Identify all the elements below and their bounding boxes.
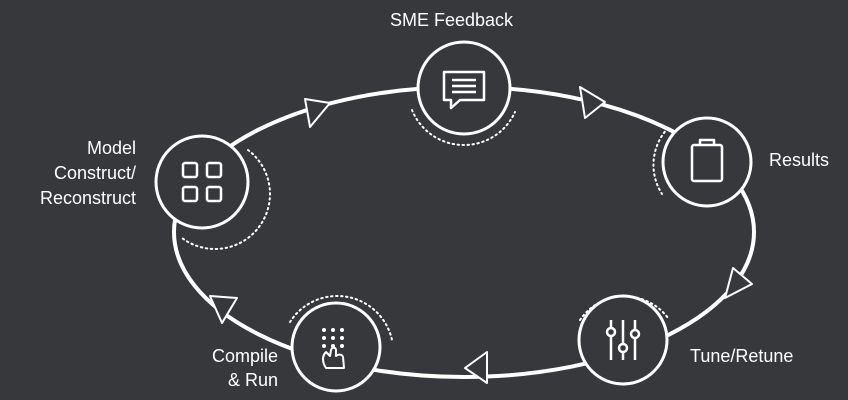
keypad-touch-icon [322, 328, 345, 369]
label-line: & Run [227, 370, 278, 390]
flow-arrow [579, 86, 606, 119]
label-line: SME Feedback [390, 10, 514, 30]
node-circle [661, 116, 753, 208]
clipboard-icon [690, 138, 724, 183]
label-model-construct: Model Construct/ Reconstruct [8, 136, 136, 211]
flow-arrow [304, 98, 331, 128]
chat-bubble-icon [442, 70, 486, 110]
grid-icon [181, 161, 223, 203]
node-results[interactable] [652, 116, 753, 208]
label-line: Model [86, 138, 136, 158]
label-line: Results [769, 150, 830, 170]
label-compile-run: Compile & Run [186, 344, 278, 392]
flow-arrow [209, 295, 238, 324]
label-line: Construct/ [53, 163, 136, 183]
node-dotted-arc [181, 149, 271, 250]
node-circle [154, 134, 250, 230]
label-tune-retune: Tune/Retune [690, 344, 793, 368]
node-tune-retune[interactable] [577, 294, 669, 386]
label-sme-feedback: SME Feedback [390, 8, 513, 32]
label-results: Results [769, 148, 829, 172]
flow-arrow [464, 351, 488, 384]
label-line: Tune/Retune [690, 346, 794, 366]
label-line: Compile [211, 346, 278, 366]
node-compile-run[interactable] [289, 295, 393, 393]
node-dotted-arc [652, 127, 669, 195]
node-dotted-arc [411, 109, 516, 146]
sliders-icon [605, 320, 641, 360]
node-dotted-arc [289, 295, 393, 341]
node-circle [290, 301, 382, 393]
node-model-construct[interactable] [154, 134, 271, 250]
flow-arrows [209, 86, 753, 384]
node-circle [416, 40, 512, 136]
node-sme-feedback[interactable] [411, 40, 516, 146]
flow-arrow [724, 267, 753, 299]
label-line: Reconstruct [39, 188, 136, 208]
